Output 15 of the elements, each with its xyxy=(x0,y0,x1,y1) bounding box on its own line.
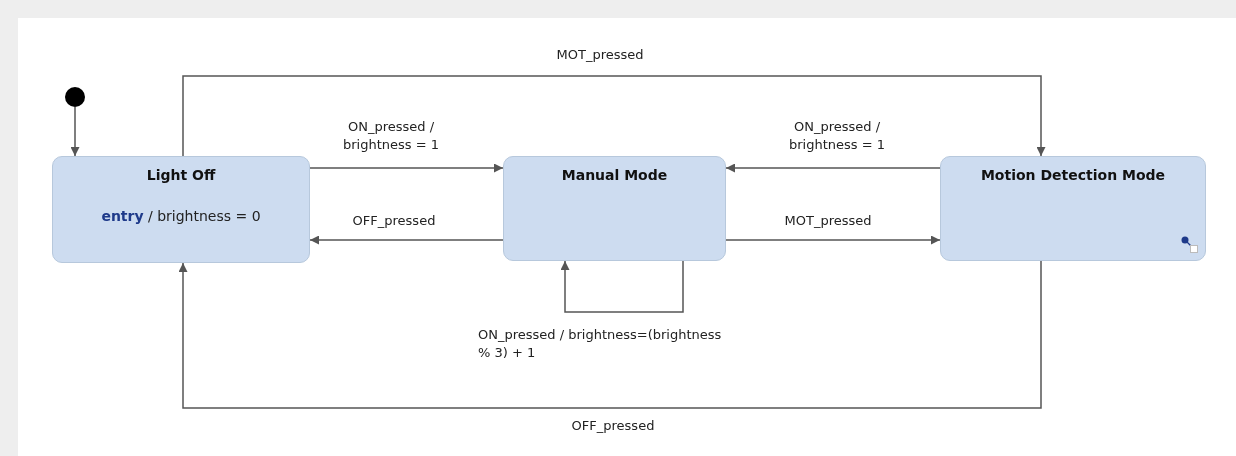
transition-arrow xyxy=(560,260,684,313)
state-box xyxy=(940,156,1206,261)
state-name: Motion Detection Mode xyxy=(980,166,1166,185)
transition-arrow xyxy=(178,260,1042,409)
state-box xyxy=(503,156,726,261)
transition-arrow xyxy=(725,235,941,245)
transition-arrow xyxy=(309,235,504,245)
transition-arrow xyxy=(182,75,1046,157)
transition-arrow xyxy=(70,106,80,157)
transition-arrow xyxy=(725,163,941,173)
transition-arrow xyxy=(309,163,504,173)
state-name: Manual Mode xyxy=(561,166,668,185)
state-name: Light Off xyxy=(146,166,216,185)
state-box xyxy=(52,156,310,263)
entry-action: entry / brightness = 0 xyxy=(101,207,261,226)
